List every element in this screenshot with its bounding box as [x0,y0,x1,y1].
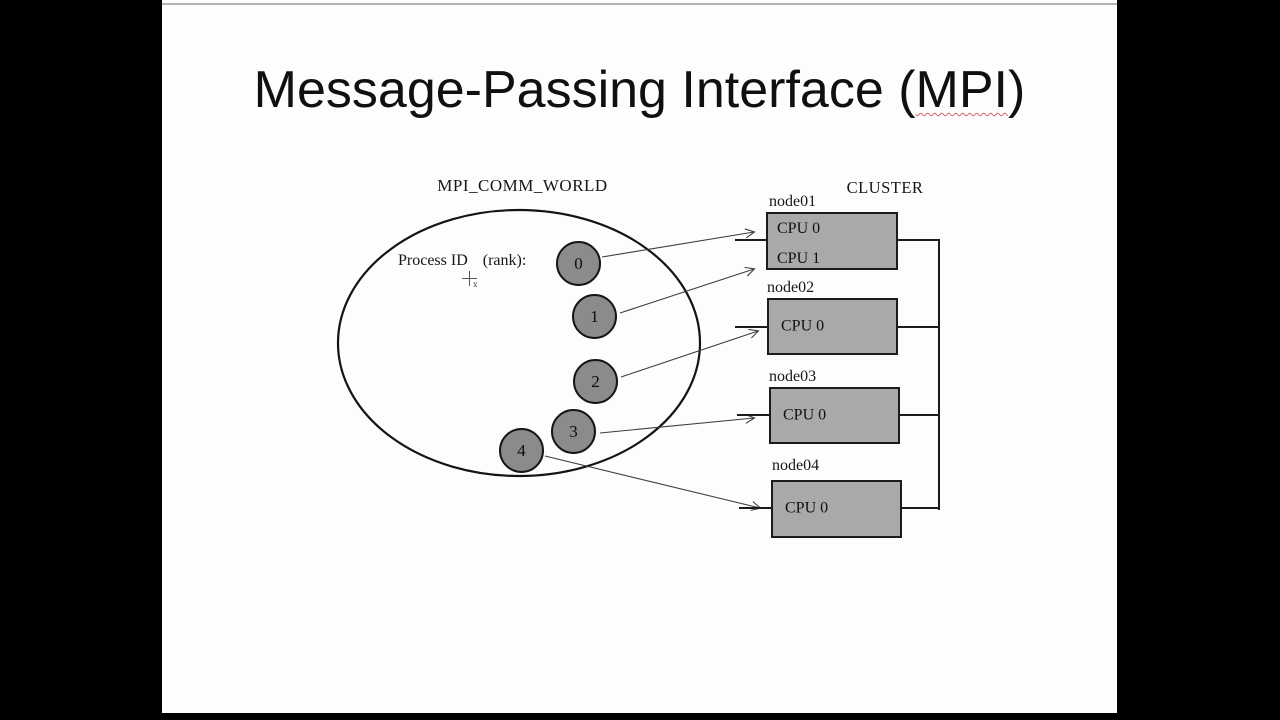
node-label: node02 [767,279,815,296]
comm-world-label: MPI_COMM_WORLD [437,176,608,195]
cluster-label: CLUSTER [846,178,924,197]
title-mpi-misspell-underline: MPI [915,61,1008,119]
title-text-close: ) [1007,61,1026,119]
node-label: node01 [769,193,817,210]
process-id-text: Process ID [398,252,468,269]
node-box: CPU 0 [771,480,902,538]
rank-number: 1 [590,306,599,326]
slide-top-divider [162,3,1117,5]
cursor-subscript: x [473,279,478,289]
node-label: node04 [772,457,820,474]
rank-circle: 0 [556,241,601,286]
node-label: node03 [769,368,817,385]
rank-number: 4 [517,440,526,460]
cpu-label: CPU 0 [781,316,825,334]
rank2-arrow [621,331,758,377]
node-box: CPU 0 [769,387,900,444]
rank-suffix-label: (rank): [482,252,527,269]
node-box: CPU 0 [767,298,898,355]
slide-title: Message-Passing Interface (MPI) [162,60,1117,120]
mouse-crosshair-cursor: x [461,271,478,289]
title-text: Message-Passing Interface ( [253,61,916,119]
rank0-arrow [602,232,754,257]
rank-number: 3 [569,421,578,441]
rank-number: 0 [574,253,583,273]
cpu-label: CPU 0 [783,405,827,423]
rank1-arrow [620,269,754,313]
node-box: CPU 0 CPU 1 [766,212,898,270]
cursor-horizontal-stroke [462,278,477,279]
rank-circle: 4 [499,428,544,473]
rank-number: 2 [591,371,600,391]
rank-circle: 1 [572,294,617,339]
communicator-ellipse [338,210,700,476]
rank4-arrow [545,456,760,508]
cpu-label: CPU 0 [785,499,829,517]
cpu-label: CPU 1 [777,250,821,267]
cpu-label: CPU 0 [777,220,821,237]
rank-circle: 3 [551,409,596,454]
rank-circle: 2 [573,359,618,404]
slide-background: Message-Passing Interface (MPI) MPI_COMM… [162,0,1117,713]
rank3-arrow [600,418,754,433]
process-id-label: Process ID (rank): [398,252,526,270]
